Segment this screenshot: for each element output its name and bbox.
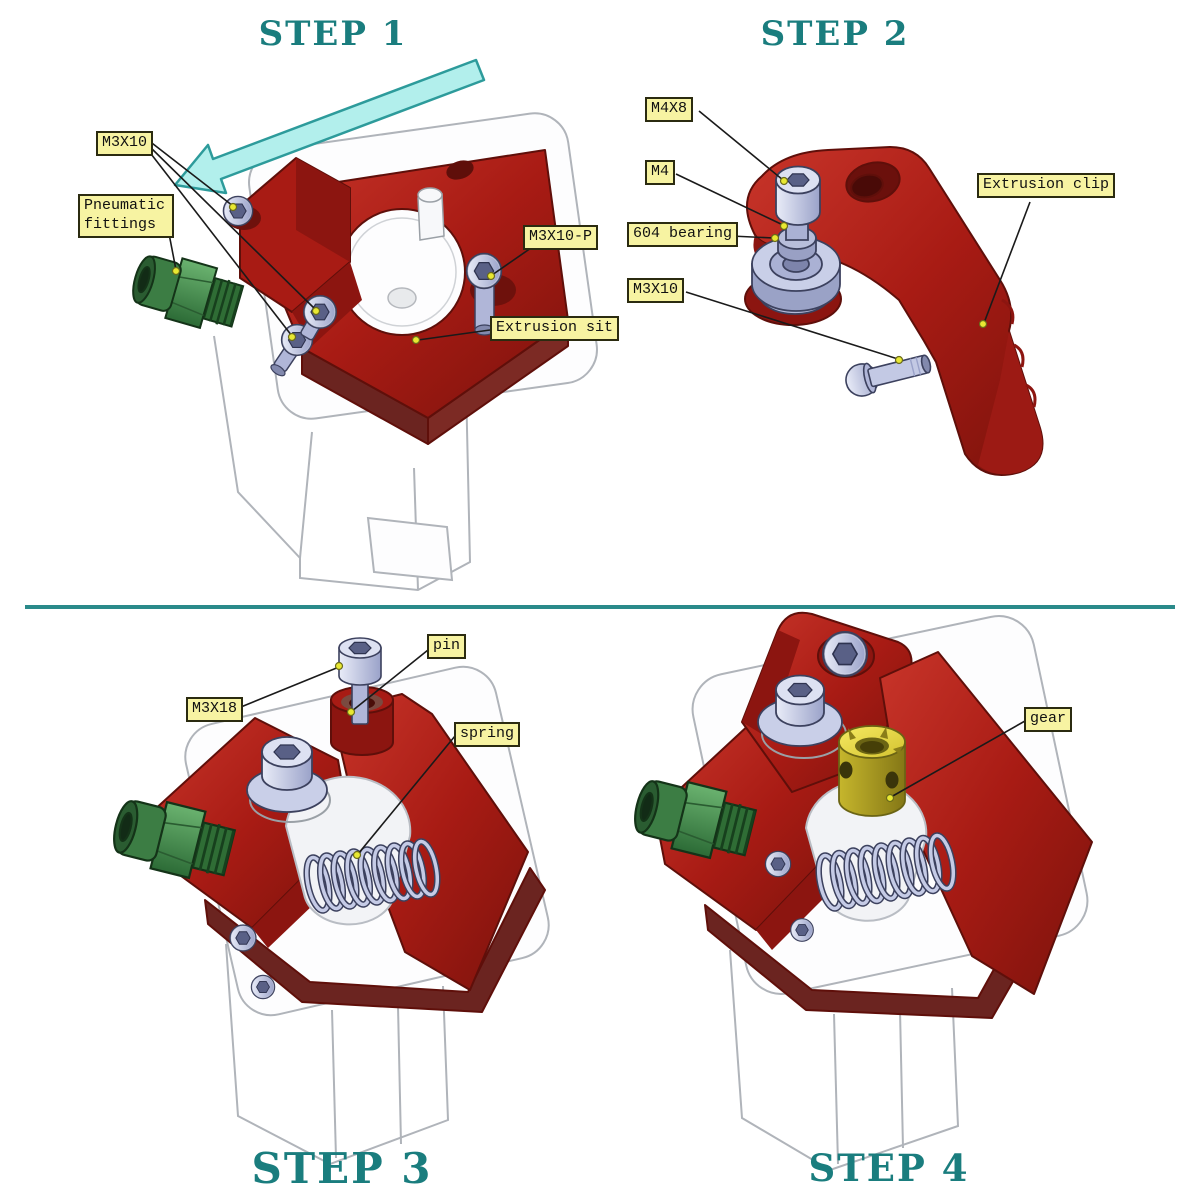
leader-dots [770,176,988,365]
step3-illustration [106,637,550,1166]
step4-illustration [627,611,1093,1172]
screw-icon [764,850,792,878]
screw-icon [790,918,814,942]
label-extrusion-sit: Extrusion sit [490,316,620,341]
label-m4x8: M4X8 [645,97,694,122]
label-pneumatic-fittings: Pneumatic fittings [78,194,174,238]
step2-title: STEP 2 [760,14,910,54]
step1-title: STEP 1 [258,14,408,54]
step1-illustration [125,58,598,592]
leader-lines [890,720,1026,798]
idler-screw-icon [246,736,331,823]
label-m4: M4 [645,160,676,185]
label-m3x18: M3X18 [186,697,244,722]
m3x10-button-screw-icon [845,354,932,397]
idler-screw-icon [757,674,847,759]
label-m3x10-p: M3X10-P [523,225,599,250]
leader-lines [147,139,532,341]
motor-outline [213,335,472,592]
screw-icon [229,924,257,952]
leader-lines [235,649,456,855]
leader-dots [885,793,895,803]
filament-guide [417,187,445,241]
hex-screw-icon [822,631,868,677]
section-divider [25,605,1175,609]
label-spring: spring [454,722,521,747]
step3-title: STEP 3 [251,1144,433,1193]
screw-icon [250,974,276,1000]
label-m3x10-step2: M3X10 [627,278,685,303]
leader-dots [171,202,496,345]
leader-dots [334,661,362,860]
leader-lines [675,110,1031,360]
label-extrusion-clip: Extrusion clip [977,173,1116,198]
motor-outline [729,949,960,1172]
step4-title: STEP 4 [808,1146,970,1190]
label-m3x10-step1: M3X10 [96,131,154,156]
label-604-bearing: 604 bearing [627,222,739,247]
motor-outline [225,943,450,1166]
pneumatic-fitting-part [125,246,248,338]
label-pin: pin [427,634,467,659]
label-gear: gear [1024,707,1073,732]
gear-part [838,725,906,817]
insert-direction-arrow-icon [173,58,486,195]
step2-illustration [675,110,1044,476]
m3x10-screw-icon [222,195,254,227]
